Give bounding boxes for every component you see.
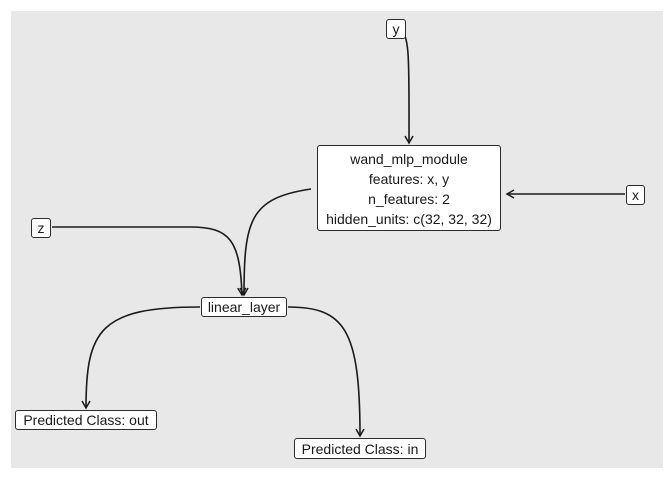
module-hidden-units: hidden_units: c(32, 32, 32) <box>326 211 492 227</box>
edge-linear-to-in <box>287 306 365 438</box>
edge-y-to-module <box>399 29 414 145</box>
edge-z-to-linear <box>52 226 247 297</box>
linear-layer-label: linear_layer <box>207 299 281 315</box>
node-linear-layer[interactable]: linear_layer <box>201 297 287 317</box>
module-title: wand_mlp_module <box>350 151 468 167</box>
module-features: features: x, y <box>368 171 450 187</box>
module-n-features: n_features: 2 <box>368 191 450 207</box>
node-wand-mlp-module[interactable]: wand_mlp_module features: x, y n_feature… <box>317 145 501 231</box>
node-z[interactable]: z <box>31 218 51 238</box>
node-predicted-class-out[interactable]: Predicted Class: out <box>15 410 157 430</box>
node-x-label: x <box>632 187 639 203</box>
edge-linear-to-out <box>81 306 201 410</box>
node-predicted-class-in[interactable]: Predicted Class: in <box>294 438 426 459</box>
node-x[interactable]: x <box>626 185 645 205</box>
predicted-out-label: Predicted Class: out <box>23 412 149 428</box>
node-y[interactable]: y <box>386 19 406 39</box>
node-z-label: z <box>37 220 45 236</box>
node-y-label: y <box>392 21 400 37</box>
predicted-in-label: Predicted Class: in <box>301 441 419 457</box>
diagram-canvas <box>11 11 663 468</box>
edge-module-to-linear <box>239 188 312 297</box>
